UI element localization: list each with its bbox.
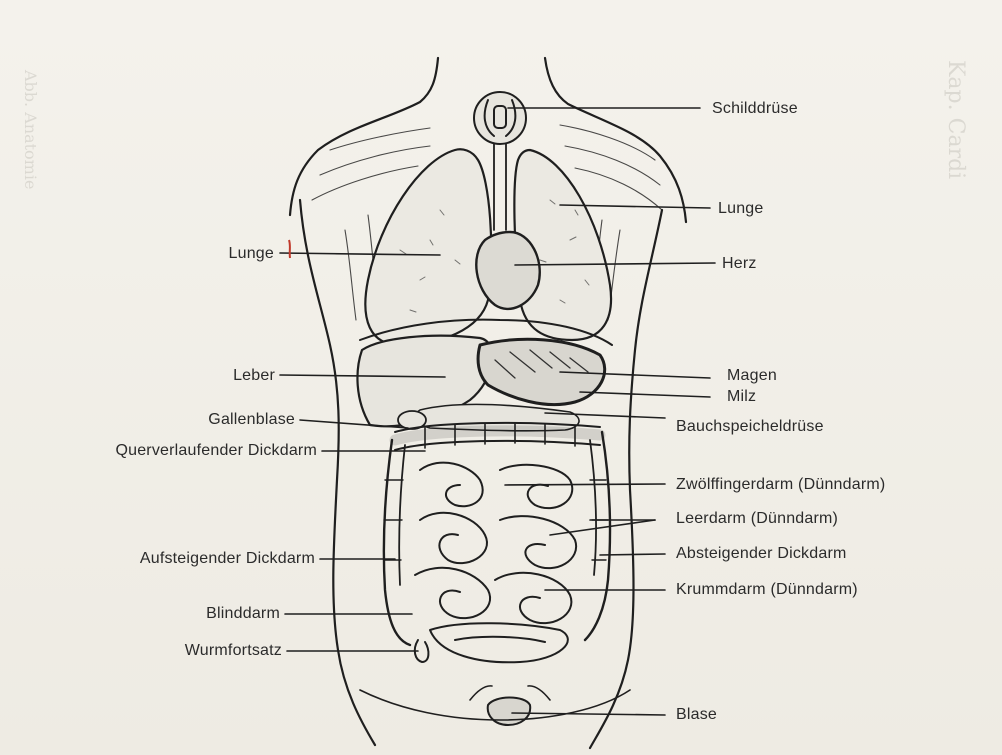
label-aufsteigender-dickdarm: Aufsteigender Dickdarm [60, 550, 315, 568]
label-krummdarm: Krummdarm (Dünndarm) [676, 581, 858, 599]
stomach-shape [478, 339, 605, 404]
descending-colon-shape [585, 432, 610, 640]
thyroid-shape [474, 92, 526, 144]
label-lunge-right: Lunge [718, 200, 764, 218]
label-leber: Leber [200, 367, 275, 385]
label-absteigender-dickdarm: Absteigender Dickdarm [676, 545, 847, 563]
heart-shape [476, 232, 539, 309]
label-milz: Milz [727, 388, 756, 406]
label-magen: Magen [727, 367, 777, 385]
label-blinddarm: Blinddarm [160, 605, 280, 623]
label-lunge-left: Lunge [204, 245, 274, 263]
label-leerdarm: Leerdarm (Dünndarm) [676, 510, 838, 528]
label-herz: Herz [722, 255, 757, 273]
label-blase: Blase [676, 706, 717, 724]
small-intestine-shape [415, 463, 576, 663]
bladder-shape [488, 698, 530, 726]
torso-outline [290, 58, 686, 748]
label-zwoelffingerdarm: Zwölffingerdarm (Dünndarm) [676, 476, 885, 494]
red-mark [289, 240, 290, 258]
label-querverlaufender-dickdarm: Querverlaufender Dickdarm [30, 442, 317, 460]
label-bauchspeicheldruese: Bauchspeicheldrüse [676, 418, 824, 436]
label-gallenblase: Gallenblase [140, 411, 295, 429]
trachea-shape [494, 144, 506, 230]
label-wurmfortsatz: Wurmfortsatz [130, 642, 282, 660]
label-schilddruese: Schilddrüse [712, 100, 798, 118]
